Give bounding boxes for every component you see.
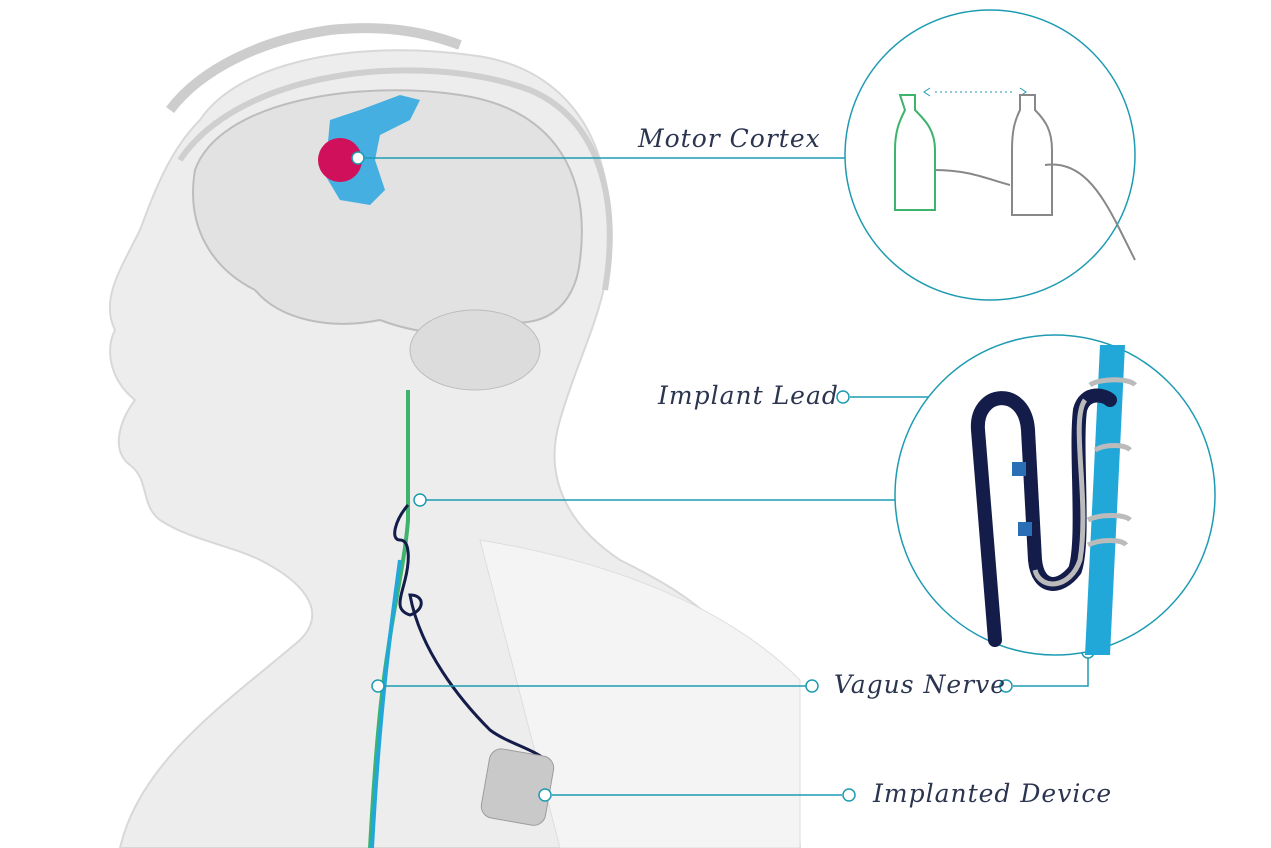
cerebellum bbox=[409, 309, 541, 391]
motor-area bbox=[318, 138, 362, 182]
label-motor-cortex: Motor Cortex bbox=[638, 124, 821, 153]
label-implant-lead: Implant Lead bbox=[658, 381, 839, 410]
label-vagus-nerve: Vagus Nerve bbox=[834, 670, 1007, 699]
green-bottle bbox=[894, 94, 936, 211]
implant-lead-line bbox=[393, 504, 552, 766]
motor-cortex-callout bbox=[844, 9, 1136, 301]
vagus-nerve-line bbox=[370, 559, 402, 848]
brain bbox=[192, 89, 583, 391]
implanted-device bbox=[480, 748, 555, 826]
gray-bottle bbox=[1011, 94, 1053, 216]
implant-lead-callout bbox=[894, 334, 1216, 656]
skull-outline bbox=[177, 67, 613, 291]
nerve-coils bbox=[1086, 377, 1138, 548]
label-implanted-device: Implanted Device bbox=[873, 779, 1113, 808]
vagus-nerve-closeup bbox=[1085, 345, 1125, 655]
hand bbox=[934, 163, 1136, 261]
